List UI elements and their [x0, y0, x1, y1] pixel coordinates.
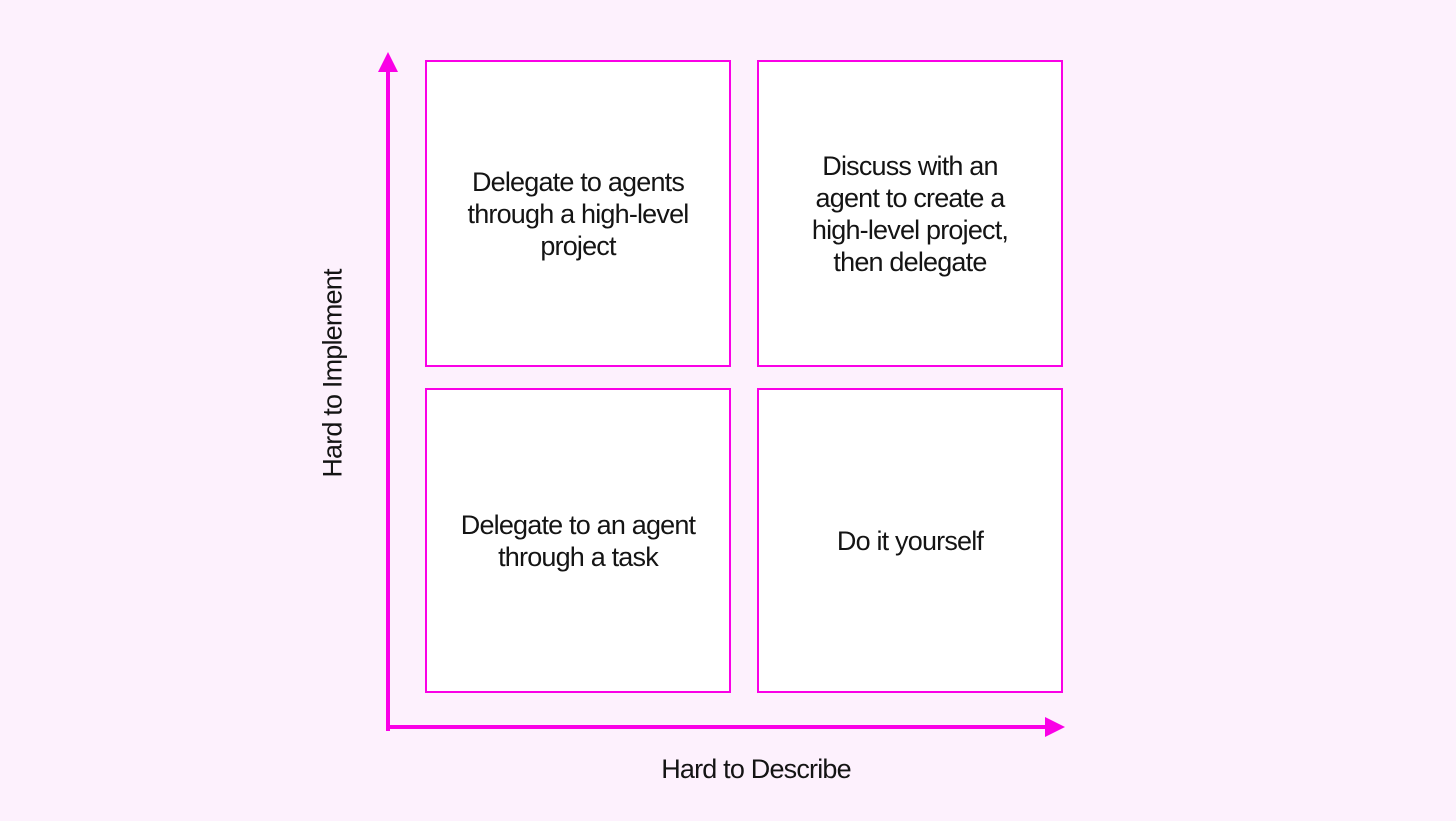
quadrant-text-line: agent to create a	[815, 182, 1006, 213]
quadrant-top-right: Discuss with an agent to create a high-l…	[757, 60, 1063, 367]
x-axis-arrowhead-icon	[1045, 717, 1065, 737]
x-axis-label: Hard to Describe	[661, 754, 851, 784]
quadrant-text-line: through a task	[498, 541, 659, 572]
quadrant-text-line: Discuss with an	[822, 150, 998, 181]
y-axis-line	[386, 70, 390, 731]
quadrant-text-line: project	[540, 230, 616, 261]
quadrant-top-left-text: Delegate to agents through a high-level …	[467, 166, 690, 262]
quadrant-bottom-right: Do it yourself	[757, 388, 1063, 693]
quadrant-top-left: Delegate to agents through a high-level …	[425, 60, 731, 367]
quadrant-text-line: Do it yourself	[836, 525, 984, 556]
quadrant-bottom-left-text: Delegate to an agent through a task	[461, 509, 696, 573]
quadrant-text-line: Delegate to agents	[471, 166, 685, 197]
quadrant-bottom-left: Delegate to an agent through a task	[425, 388, 731, 693]
quadrant-text-line: high-level project,	[811, 214, 1009, 245]
x-axis-line	[386, 725, 1047, 729]
y-axis-label: Hard to Implement	[317, 269, 348, 478]
y-axis-arrowhead-icon	[378, 52, 398, 72]
quadrant-text-line: through a high-level	[467, 198, 690, 229]
quadrant-bottom-right-text: Do it yourself	[836, 525, 984, 557]
quadrant-text-line: Delegate to an agent	[460, 509, 696, 540]
quadrant-text-line: then delegate	[833, 246, 987, 277]
quadrant-top-right-text: Discuss with an agent to create a high-l…	[811, 150, 1009, 278]
